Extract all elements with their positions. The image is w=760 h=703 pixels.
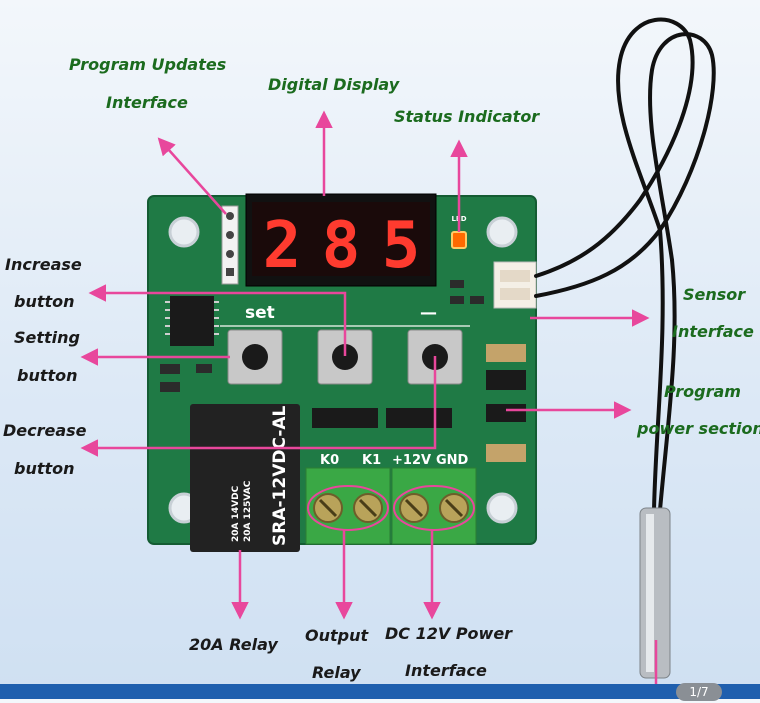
callout-arrows xyxy=(80,110,665,702)
label-sensor-2: Interface xyxy=(672,322,754,341)
silk-set: set xyxy=(245,303,275,323)
label-dc-power-2: Interface xyxy=(405,661,487,680)
label-output-relay-1: Output xyxy=(305,626,369,645)
label-program-power-1: Program xyxy=(664,382,741,401)
label-status-indicator: Status Indicator xyxy=(394,107,540,126)
digital-display xyxy=(245,193,437,287)
status-led xyxy=(451,231,467,249)
dc-power-terminal[interactable] xyxy=(391,467,477,545)
diode-1 xyxy=(312,408,378,428)
label-decrease-1: Decrease xyxy=(3,421,87,440)
label-20a-relay: 20A Relay xyxy=(189,635,278,654)
display-digit-1: 2 xyxy=(263,209,302,283)
label-digital-display: Digital Display xyxy=(268,75,400,94)
label-increase-2: button xyxy=(14,292,75,311)
sensor-cable xyxy=(534,17,716,512)
label-program-power-2: power section xyxy=(637,419,760,438)
label-increase-1: Increase xyxy=(5,255,82,274)
bottom-bar xyxy=(0,684,760,699)
display-digit-2: 8 xyxy=(322,209,361,283)
label-decrease-2: button xyxy=(14,459,75,478)
page-indicator: 1/7 xyxy=(676,683,722,701)
label-dc-power-1: DC 12V Power xyxy=(385,624,513,643)
diode-2 xyxy=(386,408,452,428)
ic-chip xyxy=(170,296,214,346)
silk-k1: K1 xyxy=(362,453,381,468)
sensor-connector xyxy=(493,261,537,309)
setting-button[interactable] xyxy=(227,329,283,385)
label-output-relay-2: Relay xyxy=(312,663,361,682)
output-relay-terminal[interactable] xyxy=(305,467,391,545)
label-sensor-1: Sensor xyxy=(683,285,746,304)
label-setting-2: button xyxy=(17,366,78,385)
relay: SRA-12VDC-AL 20A 14VDC 20A 125VAC xyxy=(190,404,300,552)
silk-k0: K0 xyxy=(320,453,339,468)
label-program-updates-1: Program Updates xyxy=(69,55,227,74)
label-setting-1: Setting xyxy=(14,328,80,347)
silk-gnd: GND xyxy=(436,453,469,468)
increase-button[interactable] xyxy=(317,329,373,385)
silk-12v: +12V xyxy=(392,453,431,468)
program-header xyxy=(221,205,239,285)
display-digit-3: 5 xyxy=(382,209,421,283)
dc-power-highlight xyxy=(393,485,475,531)
relay-rating-2: 20A 125VAC xyxy=(243,480,253,542)
smd-components xyxy=(160,280,526,462)
label-program-updates-2: Interface xyxy=(106,93,188,112)
silk-minus: — xyxy=(420,303,437,323)
output-relay-highlight xyxy=(307,485,389,531)
relay-rating-1: 20A 14VDC xyxy=(231,485,241,542)
relay-model: SRA-12VDC-AL xyxy=(270,405,290,546)
